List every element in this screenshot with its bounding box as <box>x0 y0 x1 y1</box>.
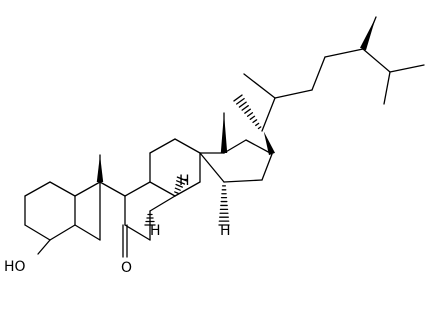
hash-c20-methyl-stroke <box>246 112 254 117</box>
hash-c20-methyl-stroke <box>233 94 243 102</box>
hashed-bonds <box>144 94 262 226</box>
bond-a6 <box>49 224 76 241</box>
hash-c20-methyl-stroke <box>249 115 256 120</box>
bond-c1 <box>124 181 151 197</box>
bond-a5 <box>24 224 51 241</box>
bond-c3-oh <box>37 239 51 255</box>
bond-d4 <box>245 139 273 155</box>
bond-side-1 <box>261 97 276 132</box>
hash-c20-methyl-stroke <box>244 108 251 114</box>
hash-c20-methyl-stroke <box>238 101 247 108</box>
bond-side-3 <box>274 89 313 99</box>
bond-b6 <box>74 224 101 241</box>
wedge-c24-methyl <box>360 16 379 51</box>
bond-c3 <box>149 138 176 154</box>
bond-b1 <box>99 181 126 197</box>
bond-side-8 <box>383 71 391 105</box>
bond-d3 <box>261 153 273 181</box>
stereo-bonds <box>96 16 379 182</box>
h-c8-label: H <box>179 173 190 189</box>
hash-c8-h-stroke <box>176 176 188 182</box>
bond-side-2 <box>243 73 276 99</box>
bond-side-9 <box>389 64 425 73</box>
wedge-c13-methyl <box>220 113 228 153</box>
bond-d5 <box>223 139 247 154</box>
bond-b3 <box>124 224 151 241</box>
wedge-c10-methyl <box>96 155 104 182</box>
hash-c20-methyl-stroke <box>241 105 249 111</box>
bond-c6 <box>174 181 201 197</box>
bond-c7 <box>149 181 176 197</box>
bond-a1 <box>24 181 51 197</box>
hash-c8-h-stroke <box>176 180 186 185</box>
hash-c8-h-stroke <box>175 183 183 188</box>
hash-c20-methyl-stroke <box>252 119 258 124</box>
ketone-oxygen-label: O <box>121 260 132 276</box>
bond-b5 <box>149 195 176 212</box>
bond-d1 <box>199 152 225 183</box>
bond-c4 <box>174 138 201 154</box>
atom-labels: HO O H H H <box>4 173 231 276</box>
bond-a2 <box>49 181 76 197</box>
hash-c20-methyl-stroke <box>257 126 262 130</box>
bond-d2 <box>223 179 263 183</box>
h-c9-label: H <box>150 223 161 239</box>
hash-c8-h-stroke <box>174 191 179 194</box>
hash-c20-methyl-stroke <box>255 122 260 127</box>
bond-side-4 <box>311 56 326 91</box>
hydroxyl-label: HO <box>4 259 26 275</box>
bond-side-7 <box>362 48 391 73</box>
bond-a3 <box>74 181 101 197</box>
hash-c20-methyl-stroke <box>236 97 245 105</box>
hash-c8-h-stroke <box>174 187 181 191</box>
h-c14-label: H <box>220 223 231 239</box>
bond-side-5 <box>324 48 364 58</box>
